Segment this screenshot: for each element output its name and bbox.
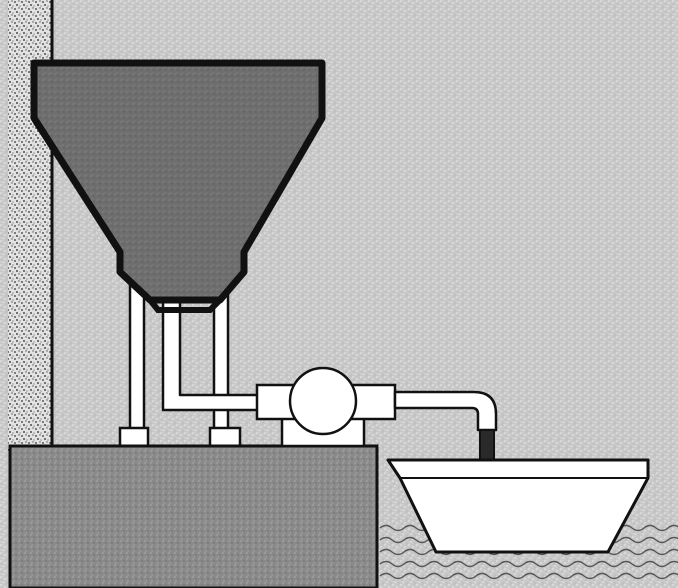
barge-icon <box>386 458 650 554</box>
concrete-block-icon <box>8 444 379 588</box>
support-posts-icon <box>118 283 242 448</box>
funnel-hopper-icon <box>30 59 326 313</box>
pump-icon <box>255 366 397 448</box>
